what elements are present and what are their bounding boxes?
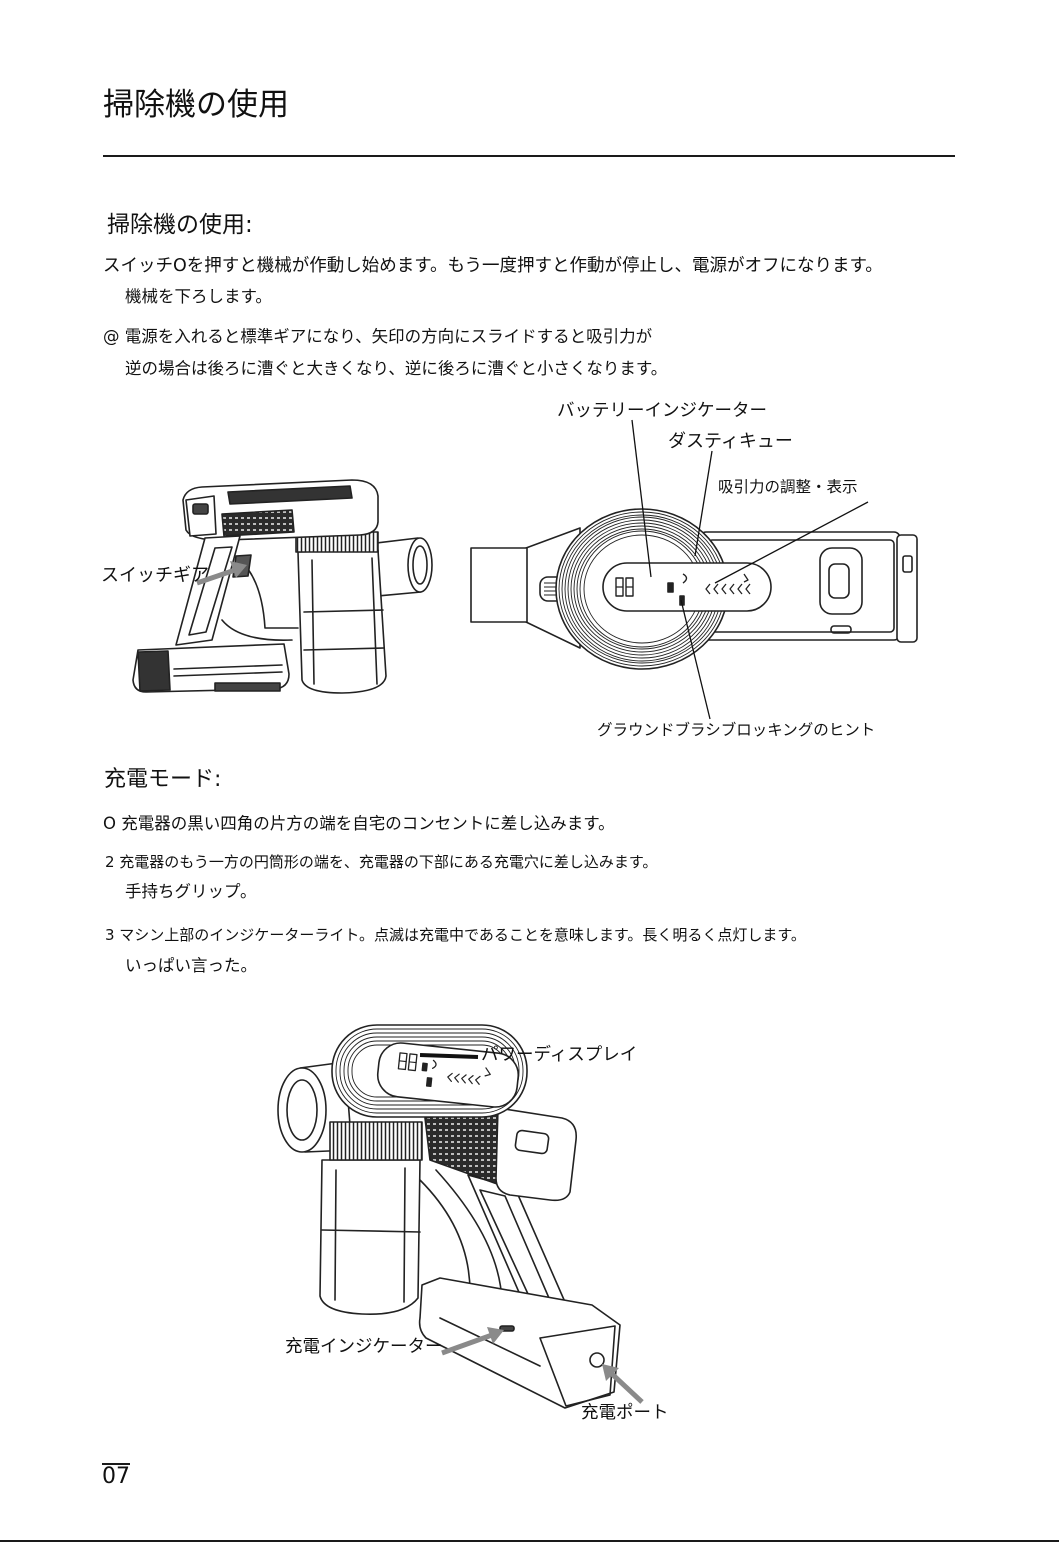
label-charging-port: 充電ポート — [581, 1403, 669, 1423]
vacuum-top-view-illustration — [470, 508, 918, 670]
usage-heading: 掃除機の使用: — [107, 212, 253, 238]
label-switch-gear: スイッチギア — [101, 565, 209, 586]
battery-pack — [132, 643, 290, 693]
power-display-leader — [419, 1053, 479, 1059]
side-grill-2 — [424, 1107, 501, 1186]
trigger-top — [819, 547, 863, 634]
charging-indicator-light — [499, 1325, 515, 1332]
dust-canister-2 — [319, 1159, 421, 1315]
charging-step-2: 2 充電器のもう一方の円筒形の端を、充電器の下部にある充電穴に差し込みます。 — [105, 853, 658, 871]
dust-cue-leader — [694, 450, 713, 557]
header-rule — [103, 155, 955, 157]
head-front-2 — [495, 1107, 578, 1202]
dust-cue-indicator — [667, 582, 674, 593]
charging-step-1: O 充電器の黒い四角の片方の端を自宅のコンセントに差し込みます。 — [103, 814, 615, 833]
usage-line-1: スイッチOを押すと機械が作動し始めます。もう一度押すと作動が停止し、電源がオフに… — [103, 256, 883, 276]
charging-port-socket — [589, 1352, 605, 1368]
label-suction-adjust: 吸引力の調整・表示 — [718, 478, 858, 496]
charging-port-arrow — [602, 1364, 644, 1404]
label-charging-indicator: 充電インジケーター — [285, 1337, 443, 1357]
power-display-panel — [376, 1042, 520, 1108]
page-title: 掃除機の使用 — [103, 87, 289, 123]
battery-indicator-leader — [631, 419, 652, 578]
charging-heading: 充電モード: — [104, 767, 222, 792]
dust-canister — [297, 549, 387, 694]
label-battery-indicator: バッテリーインジケーター — [557, 401, 767, 421]
suction-adjust-leader — [714, 501, 869, 584]
label-brush-blocking: グラウンドブラシブロッキングのヒント — [597, 721, 876, 739]
display-panel-top — [602, 562, 772, 612]
switch-gear-arrow — [196, 561, 247, 586]
suction-level-chevrons — [705, 583, 751, 595]
vacuum-side-illustration — [132, 479, 433, 694]
charging-step-3-continuation: いっぱい言った。 — [125, 956, 257, 975]
page-number-overline — [102, 1463, 130, 1465]
battery-pack-2 — [418, 1277, 621, 1409]
vacuum-charging-illustration — [277, 1024, 621, 1409]
brace-2 — [419, 1169, 503, 1303]
top-housing — [182, 479, 379, 541]
motor-ring-2 — [329, 1121, 423, 1161]
charging-step-3: 3 マシン上部のインジケーターライト。点滅は充電中であることを意味します。長く明… — [105, 926, 806, 944]
usage-line-1-continuation: 機械を下ろします。 — [125, 287, 272, 306]
handle-grip — [175, 535, 299, 646]
figure-top-leader-lines — [631, 419, 869, 720]
bottom-edge-rule — [0, 1540, 1059, 1542]
page-number: 07 — [102, 1464, 130, 1489]
usage-line-2: @ 電源を入れると標準ギアになり、矢印の方向にスライドすると吸引力が — [103, 327, 653, 346]
charging-indicator-arrow — [441, 1327, 504, 1356]
charging-step-2-continuation: 手持ちグリップ。 — [125, 882, 257, 901]
usage-line-2-continuation: 逆の場合は後ろに漕ぐと大きくなり、逆に後ろに漕ぐと小さくなります。 — [125, 359, 668, 378]
brush-blocking-leader — [680, 599, 711, 720]
top-body-2 — [331, 1024, 528, 1118]
label-dust-cue: ダスティキュー — [668, 431, 793, 452]
label-power-display: パワーディスプレイ — [481, 1045, 638, 1065]
